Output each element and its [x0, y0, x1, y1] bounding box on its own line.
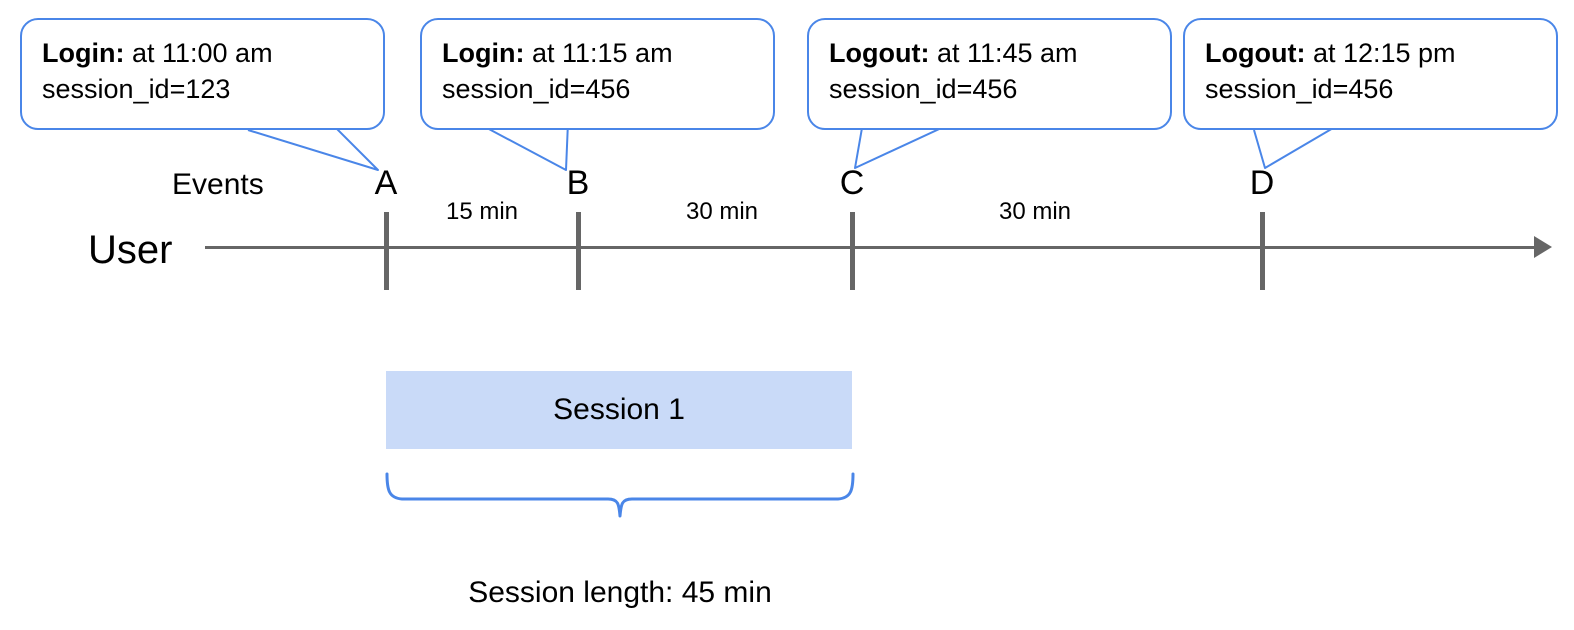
session-length-caption: Session length: 45 min: [468, 576, 772, 609]
event-marker-label-a: A: [374, 164, 398, 202]
callout-d-time: at 12:15 pm: [1305, 38, 1456, 68]
callout-a-line1: Login: at 11:00 am: [42, 36, 365, 72]
event-callout-b: Login: at 11:15 am session_id=456: [420, 18, 775, 130]
callout-d-session: session_id=456: [1205, 73, 1394, 104]
callout-b-time: at 11:15 am: [524, 38, 673, 68]
event-callout-c: Logout: at 11:45 am session_id=456: [807, 18, 1172, 130]
callout-b-line1: Login: at 11:15 am: [442, 36, 755, 72]
callout-b-session: session_id=456: [442, 73, 631, 104]
event-tick-d: [1260, 212, 1265, 290]
event-marker-label-d: D: [1249, 164, 1275, 202]
callout-c-line1: Logout: at 11:45 am: [829, 36, 1152, 72]
session-length-brace: [385, 472, 855, 518]
callout-d-line1: Logout: at 12:15 pm: [1205, 36, 1538, 72]
event-tick-b: [576, 212, 581, 290]
event-callout-d: Logout: at 12:15 pm session_id=456: [1183, 18, 1558, 130]
callout-b-event: Login:: [442, 38, 525, 68]
event-marker-label-b: B: [566, 164, 590, 202]
callout-c-event: Logout:: [829, 38, 930, 68]
callout-c-session: session_id=456: [829, 73, 1018, 104]
callout-c-time: at 11:45 am: [929, 38, 1078, 68]
session-bar: Session 1: [386, 371, 852, 449]
timeline-axis: [205, 246, 1535, 249]
event-marker-label-c: C: [839, 164, 865, 202]
event-callout-a: Login: at 11:00 am session_id=123: [20, 18, 385, 130]
session-bar-label: Session 1: [553, 393, 685, 426]
events-row-label: Events: [172, 168, 264, 201]
interval-label-cd: 30 min: [998, 198, 1072, 225]
callout-a-time: at 11:00 am: [124, 38, 273, 68]
callout-a-event: Login:: [42, 38, 125, 68]
interval-label-ab: 15 min: [445, 198, 519, 225]
user-row-label: User: [88, 228, 173, 272]
event-tick-a: [384, 212, 389, 290]
timeline-axis-arrow-icon: [1534, 236, 1552, 258]
callout-a-session: session_id=123: [42, 73, 231, 104]
interval-label-bc: 30 min: [685, 198, 759, 225]
event-tick-c: [850, 212, 855, 290]
callout-d-event: Logout:: [1205, 38, 1306, 68]
